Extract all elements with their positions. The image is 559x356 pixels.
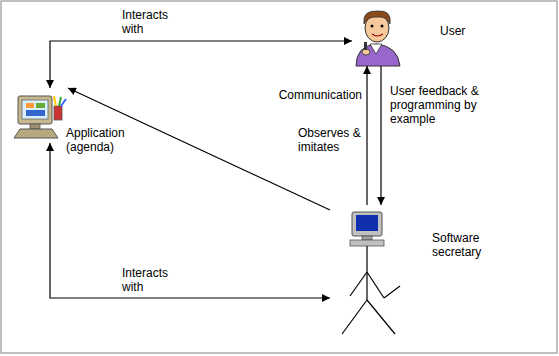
connector-arrow — [366, 66, 367, 205]
edge-label: Interacts with — [122, 266, 182, 294]
connector-arrow — [50, 41, 352, 88]
connector-arrow — [380, 66, 381, 205]
user-figure — [356, 11, 400, 66]
application-computer — [14, 96, 66, 138]
edge-label: User feedback & programming by example — [390, 84, 494, 126]
secretary-figure — [342, 212, 400, 334]
secretary-node: Software secretary — [330, 205, 420, 340]
node-label: Application (agenda) — [66, 126, 138, 154]
annotation-label: Observes & imitates — [298, 126, 362, 154]
application-node: Application (agenda) — [10, 88, 68, 143]
node-label: User — [440, 24, 480, 38]
edge-label: Communication — [276, 88, 362, 102]
connector-arrow — [50, 143, 330, 298]
node-label: Software secretary — [432, 231, 498, 259]
edge-label: Interacts with — [122, 8, 182, 36]
user-node: User — [352, 8, 402, 66]
